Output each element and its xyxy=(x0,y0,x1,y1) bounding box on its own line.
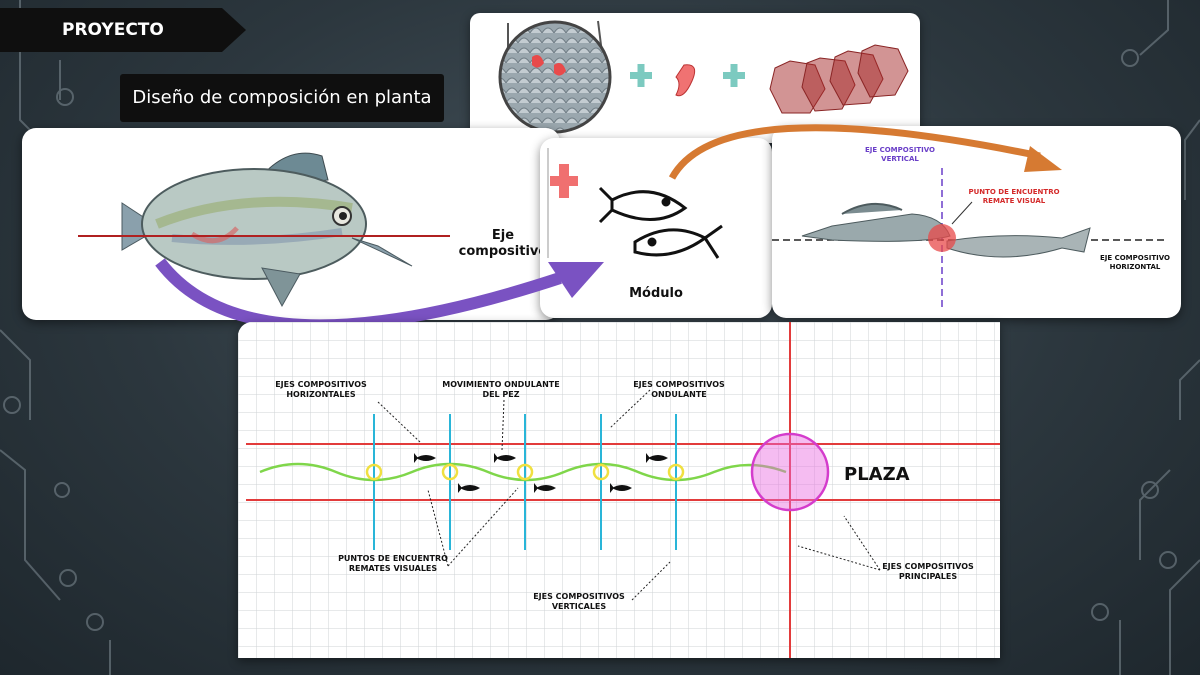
plan-card: EJES COMPOSITIVOS HORIZONTALES MOVIMIENT… xyxy=(238,322,1000,658)
vertical-axes-label: EJES COMPOSITIVOS VERTICALES xyxy=(524,592,634,612)
meeting-points-label-line2: REMATES VISUALES xyxy=(348,564,438,573)
scale-icon xyxy=(675,64,696,97)
horizontal-axis-label-line2: HORIZONTAL xyxy=(1109,262,1161,271)
vertical-axis-label: EJE COMPOSITIVO VERTICAL xyxy=(850,146,950,164)
slide-subtitle: Diseño de composición en planta xyxy=(120,74,444,122)
slide-subtitle-label: Diseño de composición en planta xyxy=(132,87,432,108)
analysis-card: EJE COMPOSITIVO VERTICAL PUNTO DE ENCUEN… xyxy=(772,126,1181,318)
fish-illustration xyxy=(78,152,450,308)
meeting-points-label: PUNTOS DE ENCUENTRO REMATES VISUALES xyxy=(328,554,458,574)
small-fish-icons xyxy=(414,453,668,493)
plaza-label: PLAZA xyxy=(844,464,910,485)
wave-movement-label: MOVIMIENTO ONDULANTE DEL PEZ xyxy=(436,380,566,400)
fish-card: Eje compositivo xyxy=(22,128,560,320)
plaza-circle xyxy=(750,432,830,512)
meeting-point-label: PUNTO DE ENCUENTRO REMATE VISUAL xyxy=(954,188,1074,206)
meeting-point-label-line1: PUNTO DE ENCUENTRO xyxy=(968,188,1060,196)
meeting-points xyxy=(365,463,685,481)
horizontal-axes-label: EJES COMPOSITIVOS HORIZONTALES xyxy=(266,380,376,400)
scales-card xyxy=(470,13,920,143)
main-axes-label-line2: PRINCIPALES xyxy=(898,572,958,581)
section-tag-label: PROYECTO xyxy=(62,20,164,40)
module-illustration xyxy=(547,148,723,259)
horizontal-axis-label: EJE COMPOSITIVO HORIZONTAL xyxy=(1092,254,1178,272)
orange-arrowhead xyxy=(1024,146,1062,172)
purple-arrowhead xyxy=(548,262,604,298)
fish-pair-icon xyxy=(801,202,1091,258)
plus-icon xyxy=(630,64,745,87)
vertical-axis-label-line1: EJE COMPOSITIVO xyxy=(864,146,935,154)
overlapping-scales-icon xyxy=(769,44,909,114)
vertical-axes-label-line2: VERTICALES xyxy=(551,602,607,611)
plus-icon-red xyxy=(550,164,578,198)
meeting-point-icon xyxy=(928,224,956,252)
wave-movement-label-line1: MOVIMIENTO ONDULANTE xyxy=(442,380,560,389)
vertical-axis-label-line2: VERTICAL xyxy=(881,154,919,163)
vertical-axes-label-line1: EJES COMPOSITIVOS xyxy=(533,592,625,601)
scales-illustration xyxy=(498,20,909,134)
horizontal-axes-label-line1: EJES COMPOSITIVOS xyxy=(275,380,367,389)
analysis-illustration xyxy=(772,168,1167,311)
horizontal-axis-label-line1: EJE COMPOSITIVO xyxy=(1099,254,1170,262)
module-label: Módulo xyxy=(629,286,683,301)
main-axes-label-line1: EJES COMPOSITIVOS xyxy=(882,562,974,571)
undulating-axes-label: EJES COMPOSITIVOS ONDULANTE xyxy=(624,380,734,400)
undulating-axes-label-line1: EJES COMPOSITIVOS xyxy=(633,380,725,389)
main-axes-label: EJES COMPOSITIVOS PRINCIPALES xyxy=(868,562,988,582)
plan-diagram xyxy=(238,322,1000,658)
orange-arrow xyxy=(668,124,1041,180)
purple-arrow xyxy=(155,258,562,332)
annotation-pointers xyxy=(377,389,881,601)
section-tag: PROYECTO xyxy=(0,8,246,52)
wave-movement-label-line2: DEL PEZ xyxy=(482,390,520,399)
horizontal-axes-label-line2: HORIZONTALES xyxy=(286,390,356,399)
meeting-pointer xyxy=(951,201,973,225)
scales-magnifier xyxy=(500,22,610,132)
fish-icon xyxy=(121,152,413,308)
two-fish-icon xyxy=(598,186,723,259)
meeting-points-label-line1: PUNTOS DE ENCUENTRO xyxy=(338,554,448,563)
undulating-axes-label-line2: ONDULANTE xyxy=(651,390,707,399)
meeting-point-label-line2: REMATE VISUAL xyxy=(982,196,1046,205)
vertical-axes xyxy=(373,414,677,550)
composition-axis-label: Eje compositivo xyxy=(458,228,548,260)
